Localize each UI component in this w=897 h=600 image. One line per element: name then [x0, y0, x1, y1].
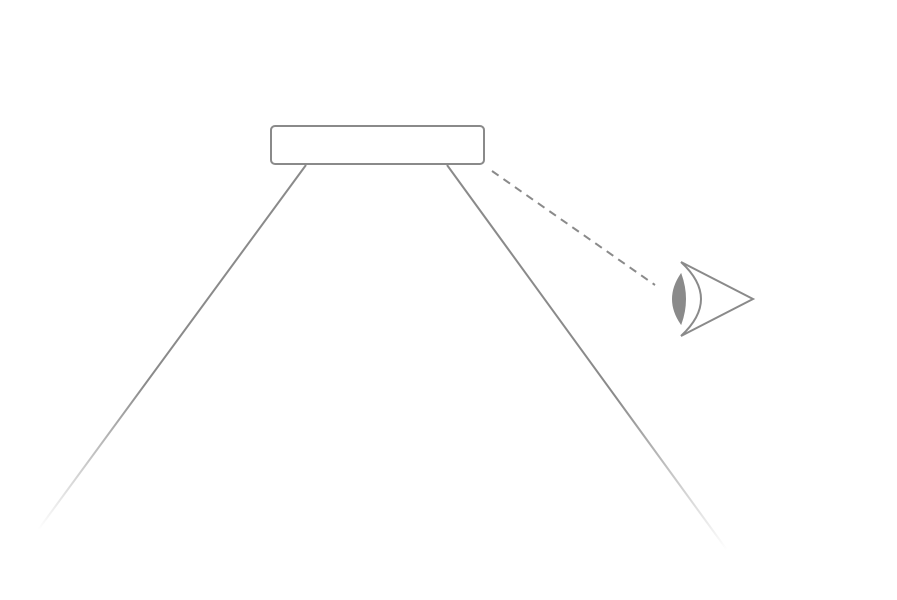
- eye-icon: [672, 261, 756, 337]
- left-beam-line: [37, 164, 307, 531]
- box-shape: [270, 125, 485, 165]
- right-beam-line: [446, 164, 728, 551]
- dashed-sight-line: [491, 170, 656, 286]
